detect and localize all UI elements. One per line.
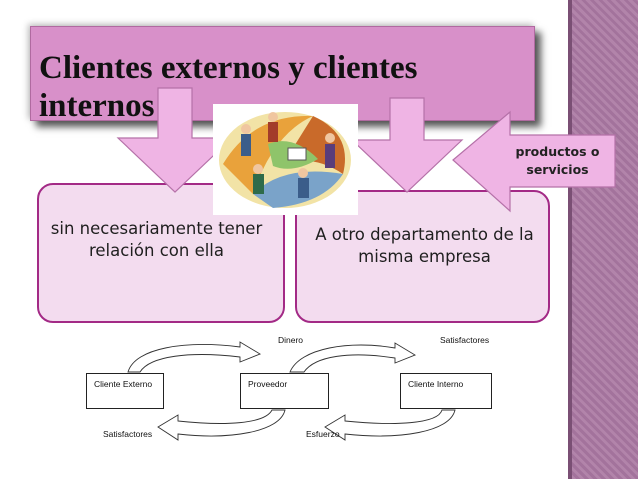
team-meeting-clipart-icon — [213, 104, 358, 215]
flow-arc-satisfactores-bottom — [157, 409, 286, 441]
callout-label: productos o servicios — [515, 144, 600, 177]
flow-arc-satisfactores-top — [289, 342, 417, 373]
flow-node-cliente-interno: Cliente Interno — [400, 373, 492, 409]
flow-node-label: Cliente Externo — [94, 379, 153, 389]
flow-label-dinero: Dinero — [278, 335, 304, 345]
flow-arc-dinero — [127, 341, 262, 373]
flow-node-proveedor: Proveedor — [240, 373, 329, 409]
sidebar-stripe — [568, 0, 638, 479]
left-box-text: sin necesariamente tener relación con el… — [50, 219, 263, 260]
right-box-text: A otro departamento de la misma empresa — [315, 225, 534, 266]
sidebar-accent-line — [568, 0, 572, 479]
flow-arc-esfuerzo — [324, 409, 456, 441]
flow-label-satisfactores-top: Satisfactores — [440, 335, 490, 345]
flow-node-label: Proveedor — [248, 379, 288, 389]
flow-label-esfuerzo: Esfuerzo — [306, 429, 340, 439]
flow-node-cliente-externo: Cliente Externo — [86, 373, 164, 409]
flow-node-label: Cliente Interno — [408, 379, 464, 389]
flow-label-satisfactores-bottom: Satisfactores — [103, 429, 153, 439]
